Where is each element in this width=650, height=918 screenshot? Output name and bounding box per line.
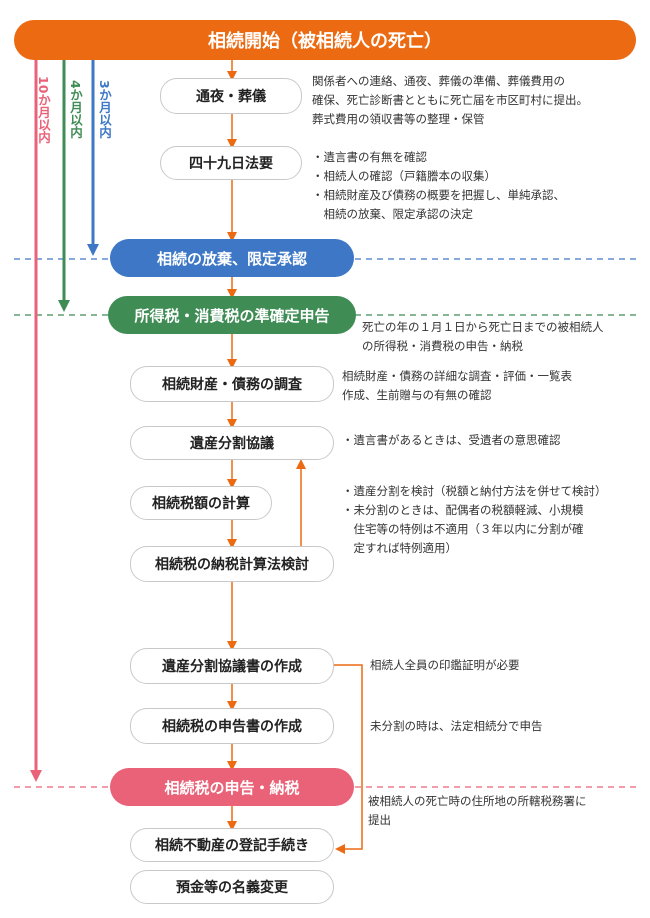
step-renunciation-pill: 相続の放棄、限定承認 [110, 239, 354, 277]
main-flow-arrows [227, 60, 363, 854]
deadline-label-four-months: 4か月以内 [68, 80, 83, 139]
note-tax-filing: 被相続人の死亡時の住所地の所轄税務署に 提出 [368, 794, 587, 827]
note-tax-return-preparation: 未分割の時は、法定相続分で申告 [370, 719, 543, 733]
deadline-label-ten-months: 10か月以内 [36, 76, 51, 144]
step-wake-funeral: 通夜・葬儀 [160, 78, 302, 114]
note-wake-funeral: 関係者への連絡、通夜、葬儀の準備、葬儀費用の 確保、死亡診断書とともに死亡届を市… [312, 74, 588, 126]
inheritance-start-banner: 相続開始（被相続人の死亡） [14, 20, 636, 60]
note-quasi-final-return: 死亡の年の１月１日から死亡日までの被相続人 の所得税・消費税の申告・納税 [362, 320, 604, 353]
note-asset-survey: 相続財産・債務の詳細な調査・評価・一覧表 作成、生前贈与の有無の確認 [342, 369, 572, 402]
note-tax-calculation: ・遺産分割を検討（税額と納付方法を併せて検討） ・未分割のときは、配偶者の税額軽… [342, 484, 607, 555]
note-49th-day: ・遺言書の有無を確認 ・相続人の確認（戸籍謄本の収集） ・相続財産及び債務の概要… [312, 150, 565, 221]
step-payment-method-review: 相続税の納税計算法検討 [130, 546, 334, 582]
step-real-estate-registration: 相続不動産の登記手続き [130, 828, 334, 862]
step-asset-survey: 相続財産・債務の調査 [130, 366, 334, 402]
step-account-name-change: 預金等の名義変更 [130, 870, 334, 904]
deadline-label-three-months: 3か月以内 [97, 80, 112, 139]
step-49th-day: 四十九日法要 [160, 146, 302, 180]
step-tax-return-preparation: 相続税の申告書の作成 [130, 708, 334, 744]
step-division-agreement: 遺産分割協議書の作成 [130, 648, 334, 684]
step-quasi-final-return-pill: 所得税・消費税の準確定申告 [108, 296, 356, 334]
step-division-consultation: 遺産分割協議 [130, 426, 334, 460]
note-division-consultation: ・遺言書があるときは、受遺者の意思確認 [342, 433, 561, 447]
step-tax-calculation: 相続税額の計算 [130, 486, 272, 520]
note-division-agreement: 相続人全員の印鑑証明が必要 [370, 658, 520, 672]
step-tax-filing-pill: 相続税の申告・納税 [110, 768, 354, 806]
